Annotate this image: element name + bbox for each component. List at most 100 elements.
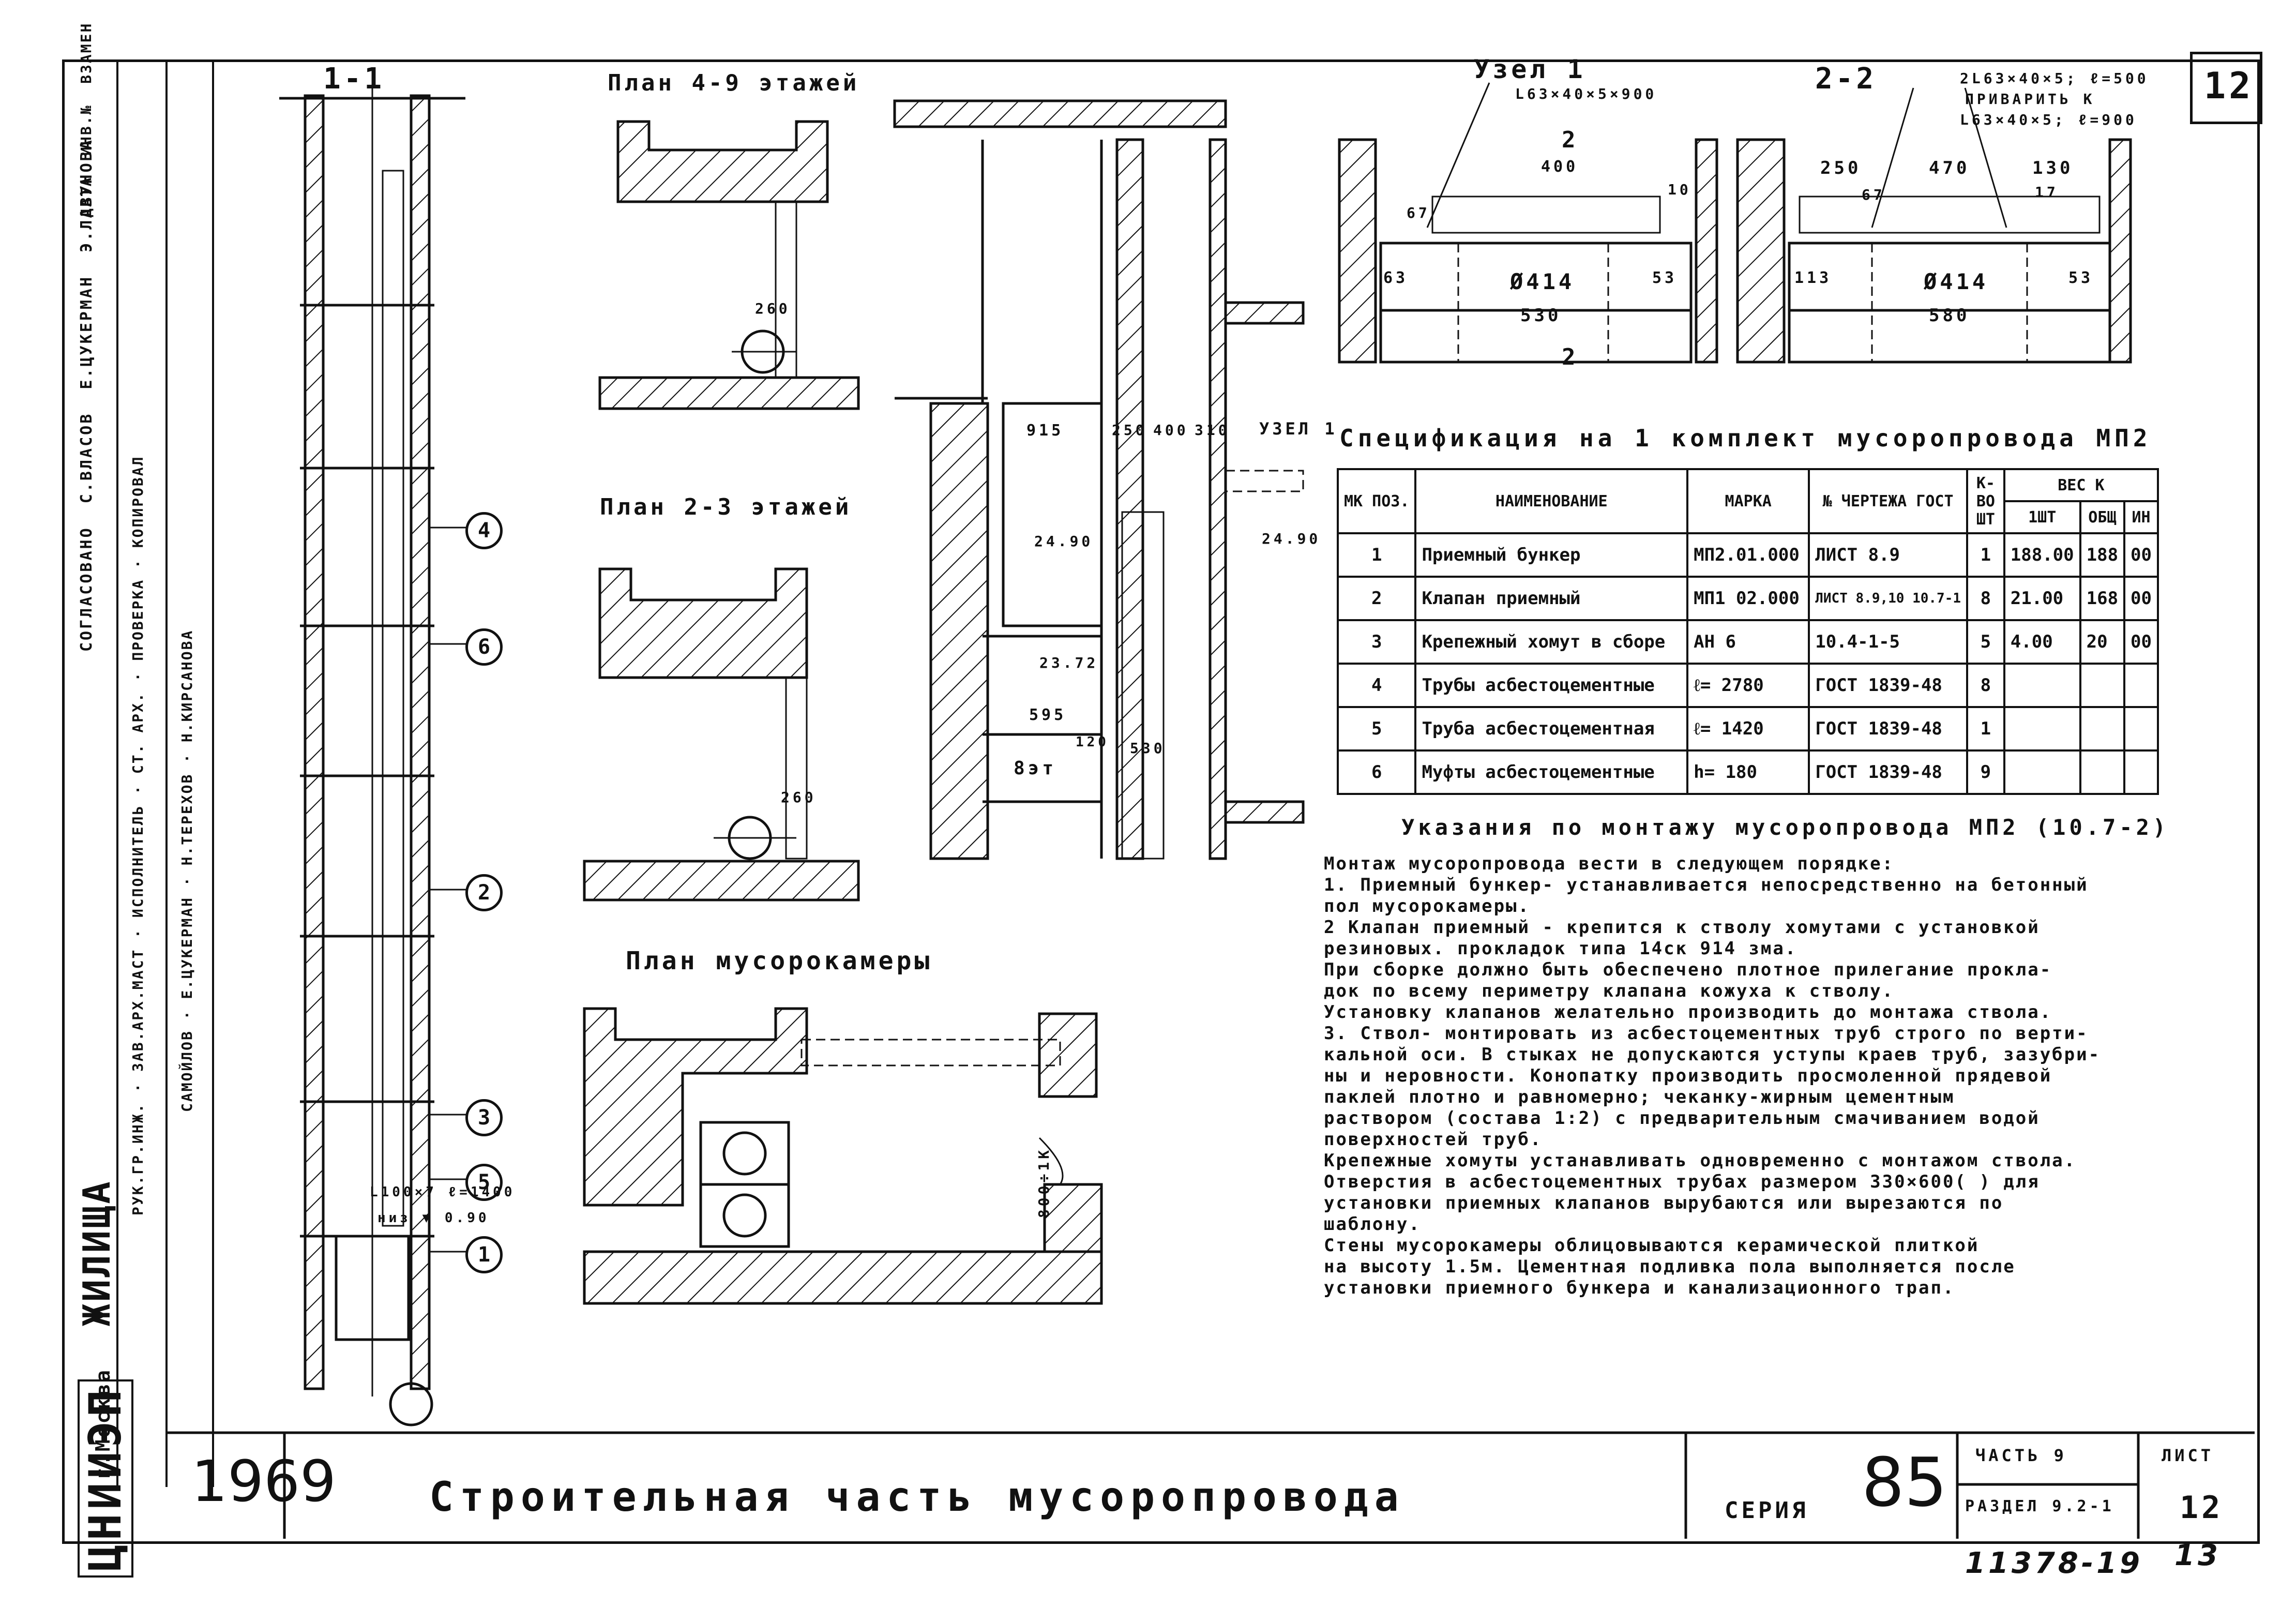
dim-label: 800÷1К	[1035, 1147, 1053, 1219]
cell-name: Клапан приемный	[1414, 576, 1689, 621]
section-2-2-drawing	[1736, 87, 2132, 364]
callout-4: 4	[465, 512, 503, 549]
plan-2-3-drawing	[583, 567, 860, 902]
cell-mark: h= 180	[1686, 749, 1810, 795]
note-line: кальной оси. В стыках не допускаются уст…	[1324, 1044, 2101, 1065]
table-row: 2 Клапан приемный МП1 02.000 ЛИСТ 8.9,10…	[1336, 576, 2159, 621]
note-line: Установку клапанов желательно производит…	[1324, 1002, 2052, 1023]
node-1-side-label: УЗЕЛ 1	[1259, 419, 1338, 439]
node-1-label: Узел 1	[1474, 54, 1586, 84]
cell-w1	[2003, 706, 2081, 752]
note-line: паклей плотно и равномерно; чеканку-жирн…	[1324, 1087, 1955, 1107]
dim-label: 67	[1862, 186, 1885, 203]
section-1-1-drawing	[279, 88, 468, 1426]
cell-name: Крепежный хомут в сборе	[1414, 619, 1689, 665]
cell-mark: МП2.01.000	[1686, 532, 1810, 578]
cell-w3: 00	[2123, 619, 2159, 665]
level-bottom: низ ▼ 0.90	[377, 1210, 490, 1226]
spec-col-drawing: № ЧЕРТЕЖА ГОСТ	[1808, 468, 1969, 534]
table-row: 4 Трубы асбестоцементные ℓ= 2780 ГОСТ 18…	[1336, 663, 2159, 708]
note-line: 3. Ствол- монтировать из асбестоцементны…	[1324, 1023, 2089, 1044]
dim-label: 260	[781, 789, 817, 806]
cell-w2: 168	[2079, 576, 2126, 621]
callout-6: 6	[465, 628, 503, 666]
series-number: 85	[1862, 1443, 1947, 1522]
section-1-1-label: 1-1	[323, 62, 385, 96]
title-block-lines	[165, 1431, 2255, 1539]
cell-w1	[2003, 749, 2081, 795]
callout-3: 3	[465, 1099, 503, 1136]
note-line: установки приемного бункера и канализаци…	[1324, 1278, 1955, 1298]
sheet-number-box	[2190, 52, 2262, 124]
cell-w1: 21.00	[2003, 576, 2081, 621]
dim-label: 250	[1820, 158, 1862, 178]
cell-pos: 4	[1336, 663, 1417, 708]
dim-label: 17	[2035, 184, 2059, 201]
dim-label: 10	[1668, 181, 1691, 198]
dim-label: 580	[1929, 305, 1970, 326]
dim-label: 595	[1029, 706, 1067, 724]
level-mark: 24.90	[1034, 533, 1094, 550]
node-1-drawing	[1338, 82, 1718, 364]
dim-label: 530	[1130, 740, 1166, 757]
note-line: установки приемных клапанов вырубаются и…	[1324, 1193, 2004, 1213]
table-row: 5 Труба асбестоцементная ℓ= 1420 ГОСТ 18…	[1336, 706, 2159, 752]
level-mark: 23.72	[1039, 654, 1099, 671]
cell-name: Приемный бункер	[1414, 532, 1689, 578]
callout-5: 5	[465, 1164, 503, 1201]
spec-col-w2: ОБЩ	[2079, 500, 2126, 534]
dim-label: L63×40×5×900	[1515, 85, 1657, 102]
plan-4-9-drawing	[598, 120, 860, 410]
cell-pos: 6	[1336, 749, 1417, 795]
cell-w2	[2079, 706, 2126, 752]
dim-label: 120	[1076, 734, 1109, 750]
series-label: СЕРИЯ	[1725, 1497, 1809, 1524]
dim-label: 53	[1652, 269, 1678, 287]
dim-label: 250	[1112, 422, 1147, 439]
dim-label: 530	[1520, 305, 1562, 326]
cell-pos: 1	[1336, 532, 1417, 578]
cell-drawing: 10.4-1-5	[1808, 619, 1969, 665]
plan-4-9-title: План 4-9 этажей	[608, 70, 860, 96]
cell-w3	[2123, 706, 2159, 752]
spec-col-qty: К-ВО ШТ	[1966, 468, 2005, 534]
cell-w2	[2079, 749, 2126, 795]
cell-pos: 5	[1336, 706, 1417, 752]
spec-col-weight: ВЕС К	[2003, 468, 2159, 502]
dim-label: Ø414	[1510, 269, 1575, 294]
year: 1969	[191, 1448, 336, 1514]
cell-w2: 188	[2079, 532, 2126, 578]
spec-col-pos: МК ПОЗ.	[1336, 468, 1417, 534]
sheet-label: ЛИСТ	[2162, 1446, 2214, 1465]
note-line: док по всему периметру клапана кожуха к …	[1324, 981, 1895, 1001]
cell-name: Трубы асбестоцементные	[1414, 663, 1689, 708]
note-line: Монтаж мусоропровода вести в следующем п…	[1324, 853, 1895, 874]
note-line: Отверстия в асбестоцементных трубах разм…	[1324, 1172, 2040, 1192]
dim-label: 310	[1195, 422, 1230, 439]
dim-label: 53	[2068, 269, 2094, 287]
cell-qty: 8	[1966, 576, 2005, 621]
part-label: ЧАСТЬ 9	[1975, 1446, 2067, 1465]
cell-drawing: ГОСТ 1839-48	[1808, 749, 1969, 795]
dim-label: 2L63×40×5; ℓ=500	[1960, 70, 2149, 87]
dim-label: 2	[1562, 127, 1579, 153]
spec-header-row-2: 1ШТ ОБЩ ИН	[1338, 500, 2159, 534]
cell-qty: 1	[1966, 706, 2005, 752]
note-line: шаблону.	[1324, 1214, 1421, 1235]
spec-col-mark: МАРКА	[1686, 468, 1810, 534]
plan-2-3-title: План 2-3 этажей	[600, 494, 852, 520]
cell-name: Труба асбестоцементная	[1414, 706, 1689, 752]
dim-label: 130	[2032, 158, 2074, 178]
spec-col-w3: ИН	[2123, 500, 2159, 534]
table-row: 3 Крепежный хомут в сборе АН 6 10.4-1-5 …	[1336, 619, 2159, 665]
cell-mark: МП1 02.000	[1686, 576, 1810, 621]
callout-2: 2	[465, 874, 503, 911]
note-line: поверхностей труб.	[1324, 1129, 1543, 1150]
cell-qty: 8	[1966, 663, 2005, 708]
cell-w3	[2123, 663, 2159, 708]
sheet-number-hand: 13	[2174, 1539, 2221, 1572]
cell-pos: 2	[1336, 576, 1417, 621]
cell-w1	[2003, 663, 2081, 708]
sheet-number: 12	[2180, 1490, 2224, 1526]
cell-w2	[2079, 663, 2126, 708]
